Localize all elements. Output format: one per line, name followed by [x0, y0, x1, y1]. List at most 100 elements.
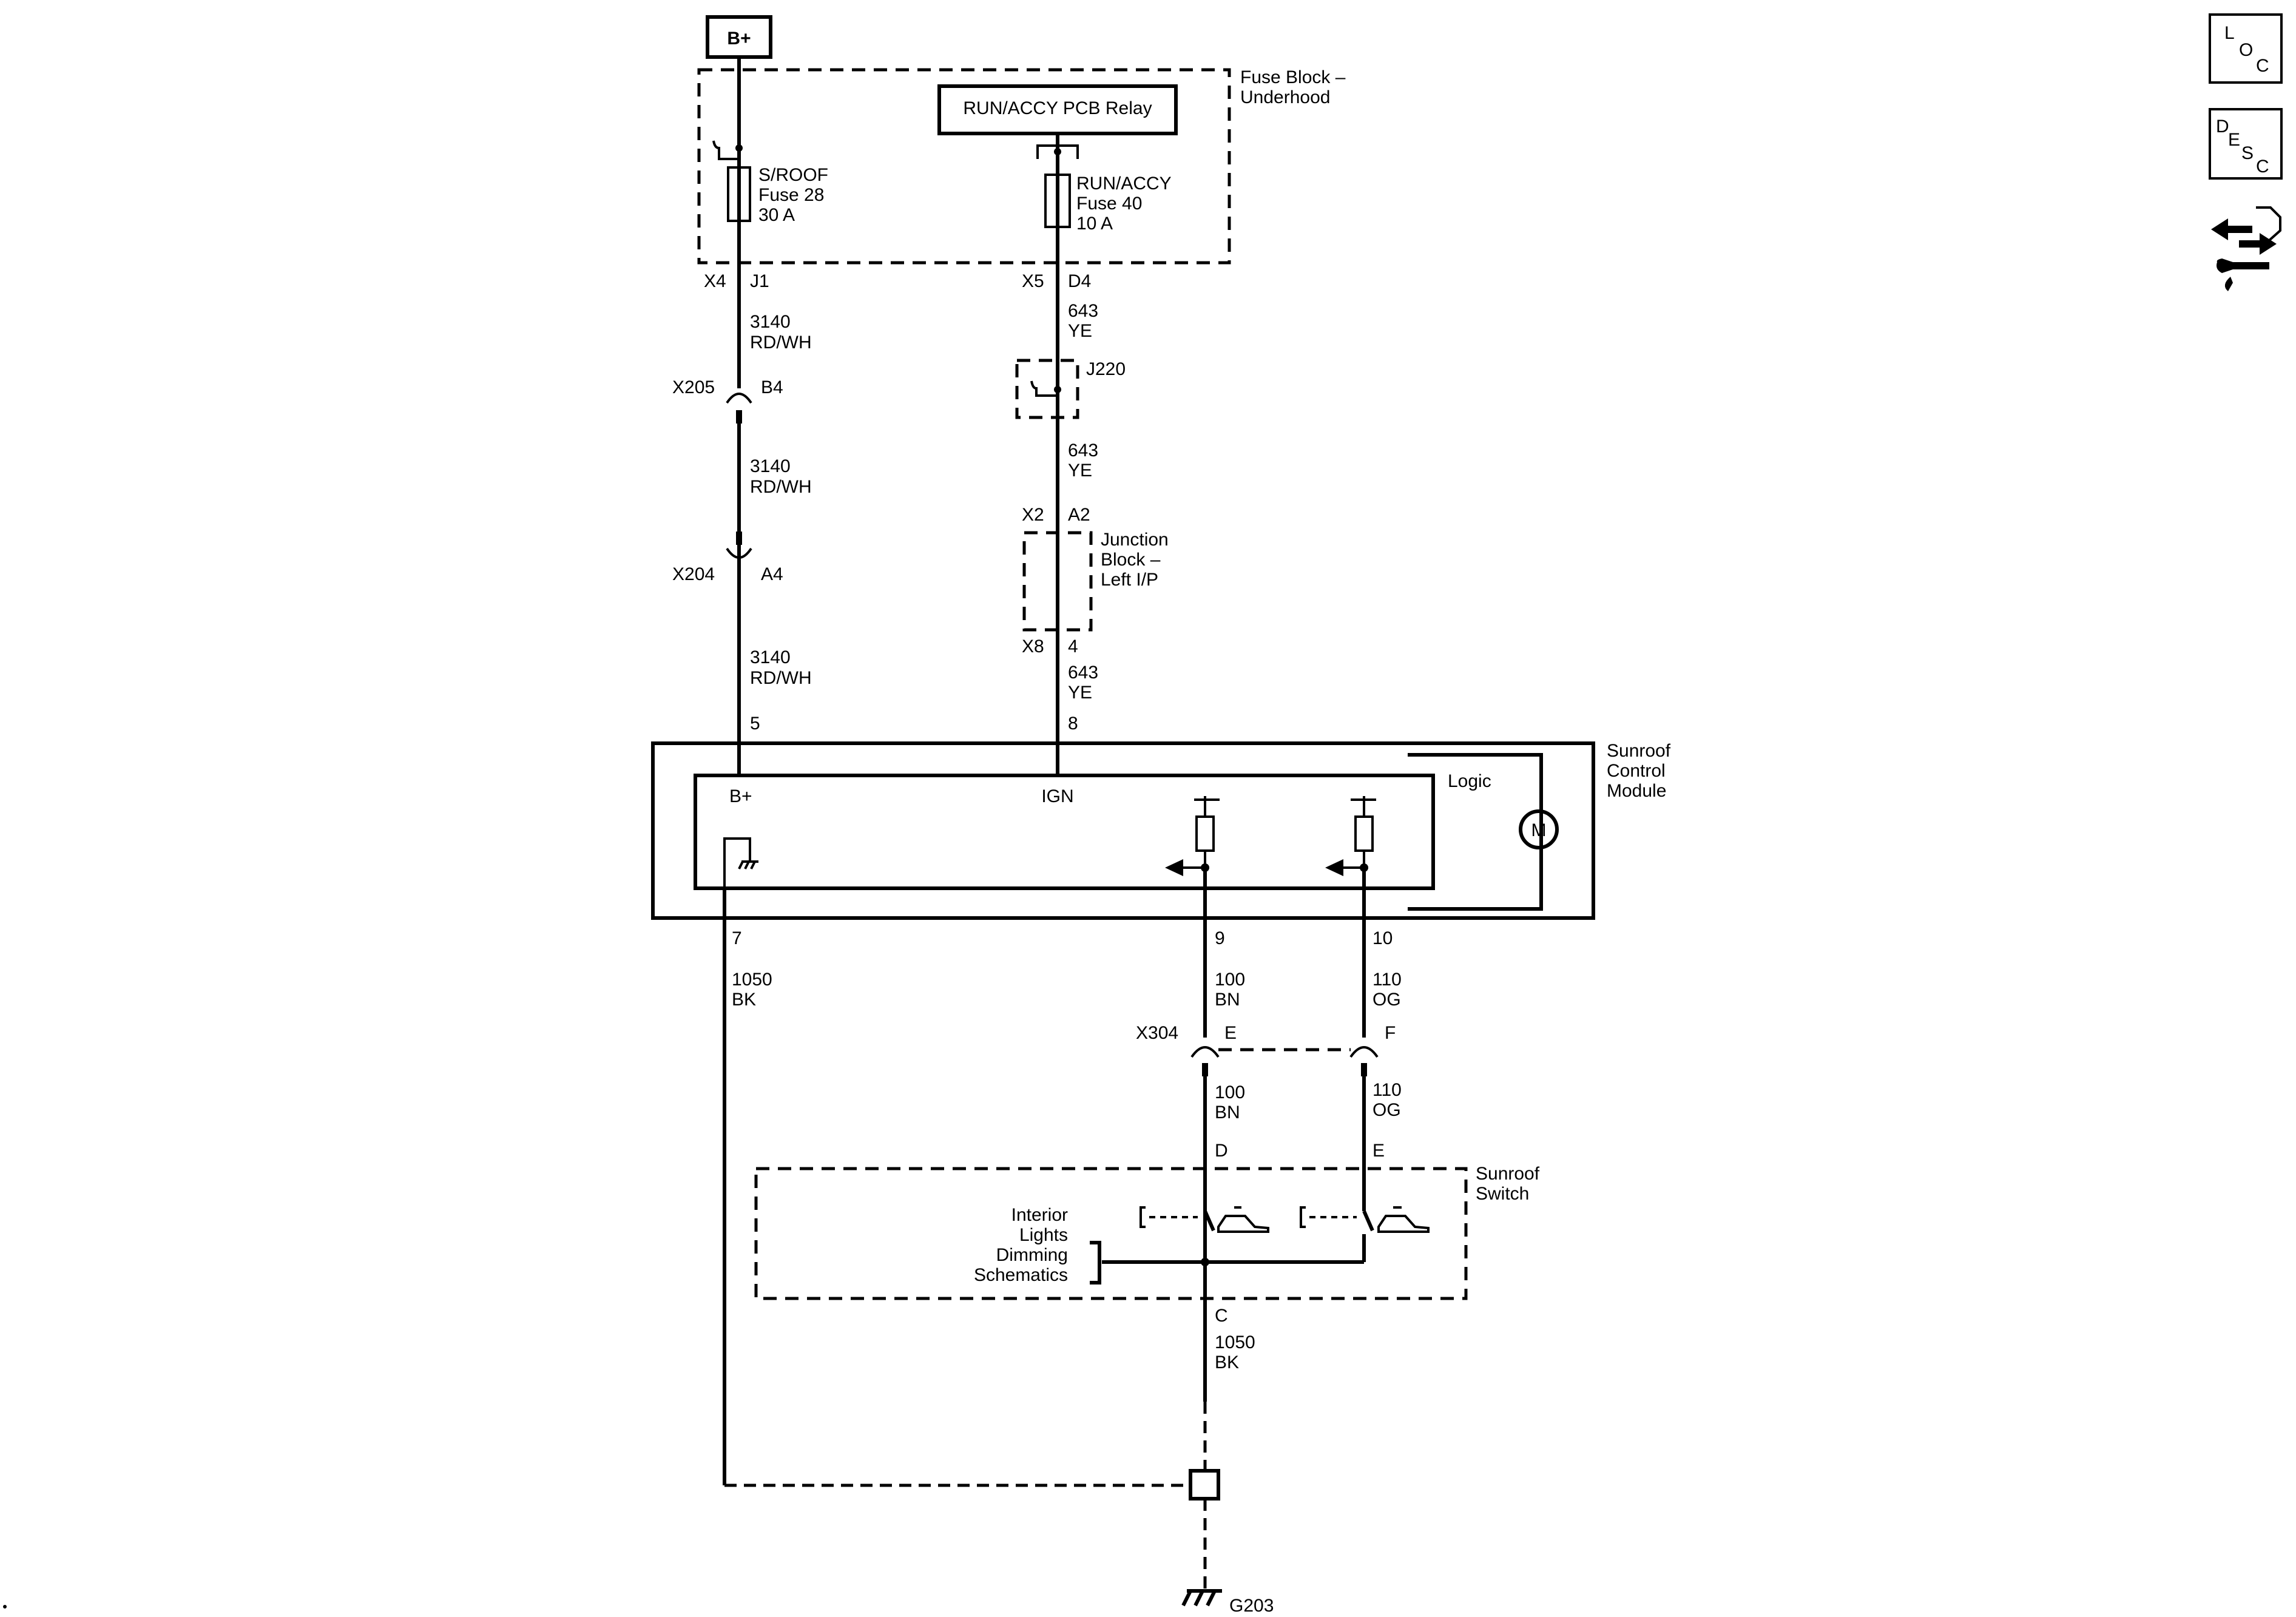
fuse-label: RUN/ACCY	[1076, 174, 1172, 194]
connector-x204-label: X204	[672, 564, 715, 584]
module-label: Sunroof	[1607, 741, 1671, 761]
junction-block-left-ip: X2 A2 Junction Block – Left I/P X8 4	[1022, 505, 1169, 657]
connector-x5-label: X5	[1022, 271, 1044, 291]
wire-number-label: 100	[1215, 1082, 1245, 1102]
switch-label: Switch	[1476, 1184, 1529, 1204]
fuse-label: 10 A	[1076, 214, 1113, 234]
module-ign-label: IGN	[1041, 786, 1073, 806]
wire-number-label: 100	[1215, 970, 1245, 990]
wire-color-label: BK	[732, 990, 756, 1010]
junction-block-label: Left I/P	[1101, 570, 1158, 590]
module-pin-5-label: 5	[750, 714, 760, 734]
run-accy-pcb-relay: RUN/ACCY PCB Relay	[937, 84, 1178, 135]
loc-letter: L	[2224, 23, 2235, 43]
battery-positive-source: B+	[706, 15, 772, 59]
desc-letter: E	[2228, 130, 2240, 150]
module-bplus-label: B+	[729, 786, 752, 806]
wire-color-label: BN	[1215, 990, 1240, 1010]
wire-number-label: 3140	[750, 456, 791, 476]
wire-number-label: 643	[1068, 301, 1098, 321]
splice-j220-label: J220	[1086, 359, 1126, 379]
module-pin-7-label: 7	[732, 928, 742, 948]
connector-repair-icon[interactable]	[2211, 206, 2281, 291]
run-accy-fuse: RUN/ACCY Fuse 40 10 A	[1036, 144, 1172, 234]
module-label: Module	[1607, 781, 1666, 801]
connector-x304: X304 E F	[1136, 1023, 1396, 1076]
loc-letter: O	[2239, 40, 2253, 60]
wire-number-label: 110	[1373, 1080, 1402, 1100]
splice-j220: J220	[1015, 359, 1126, 419]
fuse-label: S/ROOF	[758, 165, 828, 185]
desc-button[interactable]: D E S C	[2209, 108, 2283, 180]
sunroof-close-icon	[1377, 1206, 1430, 1233]
module-label: Control	[1607, 761, 1666, 781]
motor-label: M	[1531, 820, 1547, 840]
wire-number-label: 3140	[750, 312, 791, 332]
connector-x2-label: X2	[1022, 505, 1044, 525]
fuse-block-underhood: Fuse Block – Underhood	[697, 67, 1346, 265]
wire-color-label: RD/WH	[750, 333, 812, 353]
dimming-label: Dimming	[996, 1245, 1068, 1265]
sunroof-open-icon	[1217, 1206, 1269, 1233]
fuse-block-label: Fuse Block –	[1240, 67, 1346, 87]
switch-pin-d-label: D	[1215, 1141, 1228, 1161]
sunroof-control-module: Sunroof Control Module B+ IGN Logic M	[651, 741, 1671, 920]
switch-pin-e-label: E	[1373, 1141, 1385, 1161]
stray-dot	[3, 1605, 7, 1609]
wire-color-label: OG	[1373, 990, 1401, 1010]
desc-letter: S	[2241, 143, 2254, 163]
bplus-label: B+	[727, 29, 751, 49]
junction-block-label: Junction	[1101, 530, 1169, 550]
desc-letter: D	[2216, 116, 2229, 137]
pin-a2-label: A2	[1068, 505, 1090, 525]
dimming-label: Schematics	[974, 1265, 1068, 1285]
connector-x304-label: X304	[1136, 1023, 1178, 1043]
wire-color-label: RD/WH	[750, 477, 812, 497]
switch-pin-c-label: C	[1215, 1306, 1228, 1326]
wire-number-label: 643	[1068, 441, 1098, 461]
wire-color-label: YE	[1068, 461, 1092, 481]
fuse-label: Fuse 40	[1076, 194, 1142, 214]
loc-button[interactable]: L O C	[2209, 13, 2283, 84]
pin-e-label: E	[1224, 1023, 1237, 1043]
module-pin-8-label: 8	[1068, 714, 1078, 734]
junction-block-label: Block –	[1101, 550, 1161, 570]
module-pin-10-label: 10	[1373, 928, 1393, 948]
connector-x205: X205 B4	[672, 377, 783, 424]
loc-letter: C	[2256, 56, 2269, 76]
connector-x4-label: X4	[704, 271, 726, 291]
wire-number-label: 3140	[750, 647, 791, 667]
dimming-label: Interior	[1011, 1205, 1068, 1225]
switch-label: Sunroof	[1476, 1164, 1540, 1184]
connector-x8-label: X8	[1022, 636, 1044, 657]
dimming-label: Lights	[1019, 1225, 1068, 1245]
motor-icon	[1519, 809, 1559, 849]
pin-j1-label: J1	[750, 271, 769, 291]
pin-a4-label: A4	[761, 564, 783, 584]
desc-letter: C	[2256, 157, 2269, 177]
wire-number-label: 1050	[732, 970, 772, 990]
wire-number-label: 110	[1373, 970, 1402, 990]
wire-number-label: 643	[1068, 663, 1098, 683]
wire-number-label: 1050	[1215, 1332, 1255, 1352]
pin-b4-label: B4	[761, 377, 783, 397]
ground-g203: G203	[724, 1402, 1274, 1616]
ground-g203-label: G203	[1229, 1596, 1274, 1616]
pin-d4-label: D4	[1068, 271, 1091, 291]
sroof-fuse: S/ROOF Fuse 28 30 A	[712, 140, 828, 225]
wire-color-label: RD/WH	[750, 668, 812, 688]
module-pin-9-label: 9	[1215, 928, 1225, 948]
relay-label: RUN/ACCY PCB Relay	[963, 98, 1152, 118]
fuse-block-label-2: Underhood	[1240, 87, 1330, 107]
pin-4-label: 4	[1068, 636, 1078, 657]
connector-x205-label: X205	[672, 377, 715, 397]
wire-color-label: YE	[1068, 321, 1092, 341]
logic-label: Logic	[1448, 771, 1491, 791]
sunroof-switch: Sunroof Switch Interior Lights Dimming	[754, 1164, 1540, 1300]
connector-x204: X204 A4	[672, 532, 783, 584]
fuse-label: Fuse 28	[758, 185, 824, 205]
wire-color-label: YE	[1068, 683, 1092, 703]
fuse-label: 30 A	[758, 205, 795, 225]
pin-f-label: F	[1385, 1023, 1396, 1043]
